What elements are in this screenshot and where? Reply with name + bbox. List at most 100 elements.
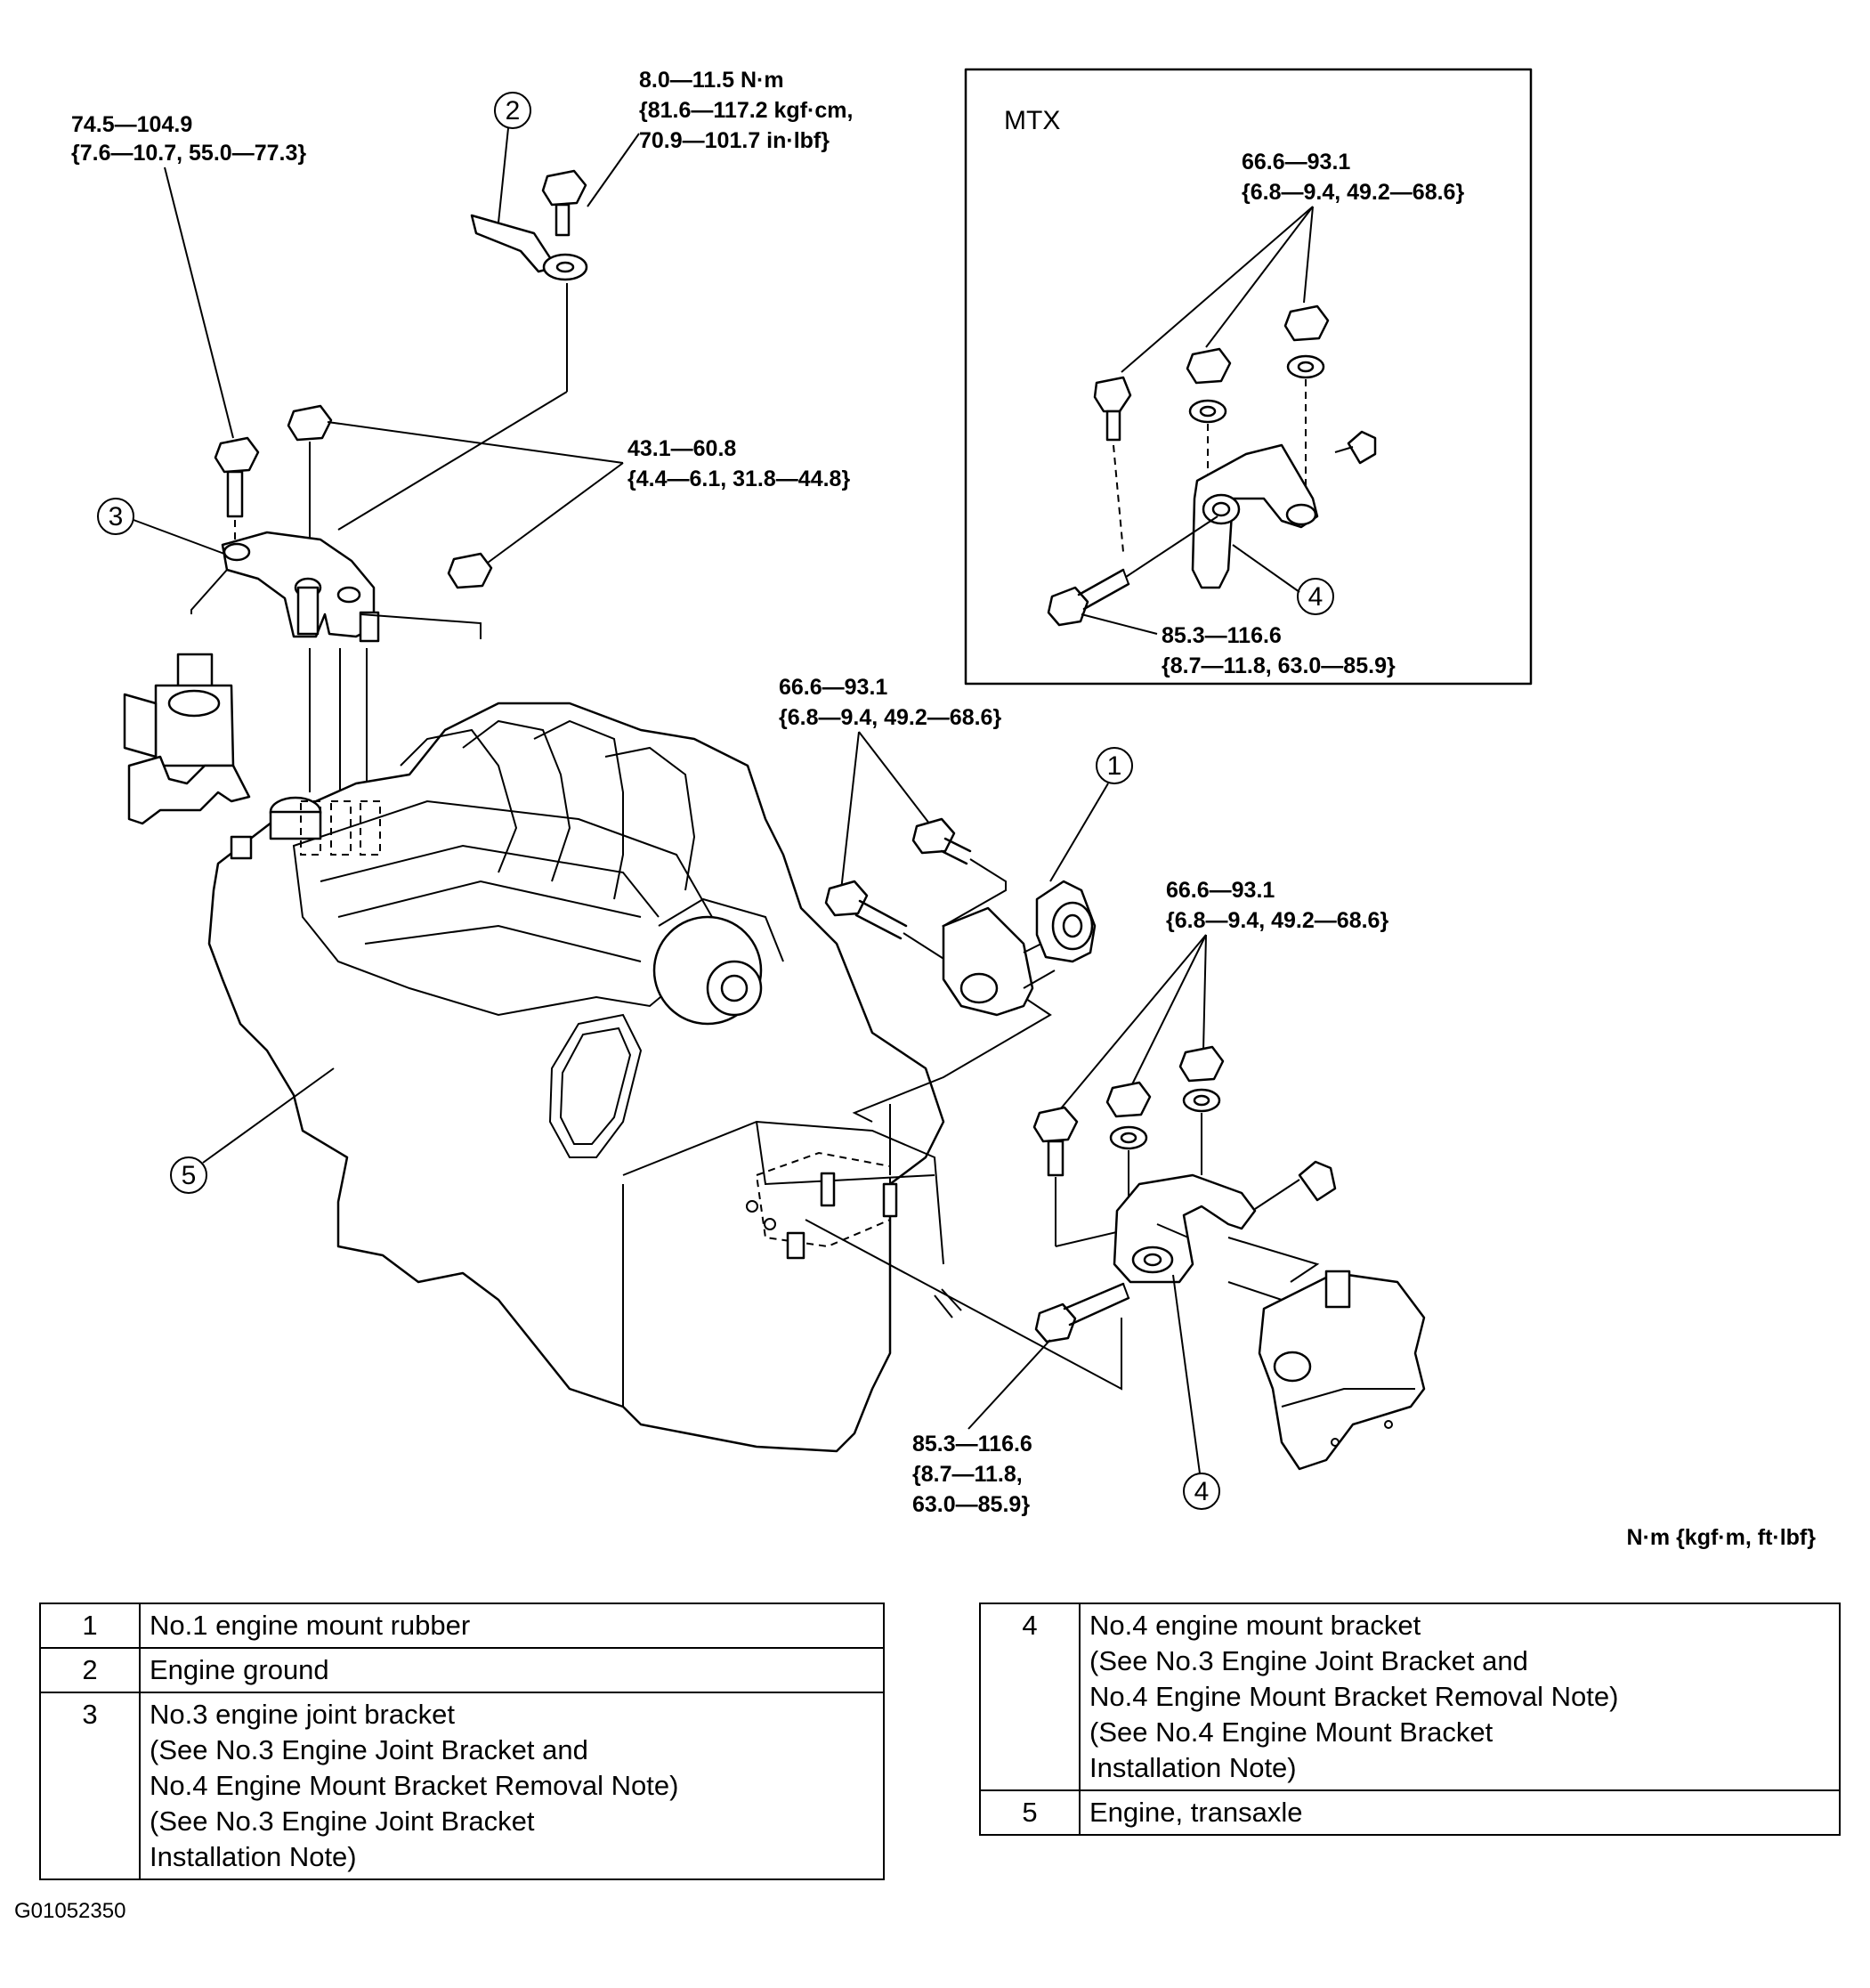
mtx-bolt-icon: [1093, 376, 1132, 553]
no4-through-bolt-torque-line2: {8.7—11.8,: [912, 1462, 1023, 1487]
part-description-line: No.4 engine mount bracket: [1089, 1610, 1421, 1641]
mtx-leader-lines: [1121, 206, 1314, 373]
ground-bolt-torque-line1: 8.0—11.5 N·m: [639, 68, 784, 93]
no3-bolt-leader: [164, 166, 234, 439]
no3-routing-lines: [190, 569, 482, 792]
mtx-through-bolt-icon: [1047, 515, 1218, 627]
no4-engine-mount-bracket-icon: [1113, 1160, 1337, 1284]
no4-through-bolt-leader: [967, 1339, 1051, 1430]
mtx-through-bolt-torque-line2: {8.7—11.8, 63.0—85.9}: [1162, 653, 1396, 678]
part-description-line: No.3 engine joint bracket: [150, 1699, 455, 1730]
part-description-line: (See No.3 Engine Joint Bracket: [150, 1805, 535, 1837]
mtx-through-bolt-leader: [1081, 613, 1158, 635]
no3-nut-icon: [287, 404, 333, 543]
part-description: No.1 engine mount rubber: [139, 1603, 885, 1649]
part-description: No.4 engine mount bracket (See No.3 Engi…: [1079, 1603, 1841, 1791]
no1-bolt-icon: [911, 817, 972, 865]
engine-ground-strap-icon: [470, 214, 588, 281]
ground-bolt-torque-line3: 70.9—101.7 in·lbf}: [639, 128, 830, 153]
callout-1-leader: [1049, 783, 1109, 882]
callout-2-circle: [494, 92, 531, 129]
mtx-nut-icon: [1283, 304, 1330, 499]
upper-engine-mount-icon: [123, 653, 251, 825]
mtx-nut-icon: [1186, 347, 1232, 481]
part-description-line: No.4 Engine Mount Bracket Removal Note): [1089, 1681, 1619, 1712]
part-description-line: Installation Note): [1089, 1752, 1297, 1783]
callout-5: 5: [182, 1161, 197, 1190]
ground-bolt-icon: [541, 169, 587, 237]
no3-nut-icon: [447, 552, 493, 589]
mtx-inset-title: MTX: [1004, 106, 1060, 135]
part-description-line: No.4 Engine Mount Bracket Removal Note): [150, 1770, 679, 1801]
no4-nut-torque-line2: {6.8—9.4, 49.2—68.6}: [1166, 908, 1388, 933]
no1-engine-mount-rubber-icon: [942, 880, 1097, 1017]
no4-through-bolt-torque-line3: 63.0—85.9}: [912, 1492, 1030, 1517]
no3-nut-leader-lines: [327, 421, 624, 564]
no3-nut-torque-line2: {4.4—6.1, 31.8—44.8}: [627, 467, 850, 491]
part-description: Engine ground: [139, 1647, 885, 1693]
part-description-line: (See No.3 Engine Joint Bracket and: [1089, 1645, 1528, 1676]
callout-1-circle: [1096, 747, 1133, 784]
part-description-line: No.1 engine mount rubber: [150, 1610, 471, 1641]
part-description: Engine, transaxle: [1079, 1789, 1841, 1836]
callout-5-leader: [202, 1067, 335, 1164]
no1-bolt-torque-line1: 66.6—93.1: [779, 675, 887, 700]
ground-routing-line: [337, 391, 568, 531]
callout-2-leader: [498, 127, 509, 223]
figure-id: G01052350: [14, 1899, 126, 1923]
part-description: No.3 engine joint bracket (See No.3 Engi…: [139, 1692, 885, 1880]
transaxle-mount-icon: [1258, 1270, 1426, 1471]
no1-bolt-leader-lines: [840, 731, 934, 891]
no1-bolt-icon: [824, 880, 908, 940]
parts-table-right: 4 No.4 engine mount bracket (See No.3 En…: [979, 1603, 1841, 1836]
mtx-callout-leader: [1232, 544, 1300, 593]
no3-engine-joint-bracket-icon: [221, 531, 380, 643]
callout-4: 4: [1194, 1477, 1210, 1506]
ground-bolt-torque-line2: {81.6—117.2 kgf·cm,: [639, 98, 853, 123]
parts-table-left: 1 No.1 engine mount rubber 2 Engine grou…: [39, 1603, 885, 1880]
part-number: 1: [39, 1603, 141, 1649]
no4-nut-icon: [1178, 1045, 1225, 1175]
units-note: N·m {kgf·m, ft·lbf}: [1627, 1525, 1817, 1549]
no4-callout-leader: [1172, 1274, 1201, 1474]
callout-3: 3: [109, 502, 124, 531]
no3-bracket-bolt-icon: [214, 436, 260, 543]
callout-5-circle: [170, 1156, 207, 1194]
part-description-line: Engine ground: [150, 1654, 329, 1685]
part-number: 3: [39, 1692, 141, 1880]
callout-3-leader: [133, 519, 225, 555]
part-description-line: (See No.4 Engine Mount Bracket: [1089, 1716, 1494, 1748]
callout-2: 2: [506, 96, 521, 126]
part-description-line: (See No.3 Engine Joint Bracket and: [150, 1734, 588, 1765]
table-row: 1 No.1 engine mount rubber: [39, 1603, 885, 1649]
callout-4-circle: [1183, 1473, 1220, 1510]
no3-bolt-torque-line1: 74.5—104.9: [71, 112, 192, 137]
no1-bolt-torque-line2: {6.8—9.4, 49.2—68.6}: [779, 705, 1001, 730]
table-row: 2 Engine ground: [39, 1647, 885, 1693]
part-description-line: Installation Note): [150, 1841, 357, 1872]
mtx-through-bolt-torque-line1: 85.3—116.6: [1162, 623, 1282, 648]
mtx-nut-torque-line2: {6.8—9.4, 49.2—68.6}: [1242, 180, 1464, 205]
no4-leader-lines: [1060, 934, 1207, 1109]
no3-nut-torque-line1: 43.1—60.8: [627, 436, 736, 461]
mtx-nut-torque-line1: 66.6—93.1: [1242, 150, 1350, 174]
ground-bolt-leader: [587, 133, 640, 207]
callout-1: 1: [1107, 751, 1122, 781]
mtx-no4-bracket-icon: [1191, 430, 1377, 589]
engine-transaxle-assembly: [207, 702, 962, 1453]
table-row: 5 Engine, transaxle: [979, 1789, 1841, 1836]
no4-through-bolt-icon: [1034, 1282, 1130, 1343]
callout-3-circle: [97, 498, 134, 535]
no4-through-bolt-torque-line1: 85.3—116.6: [912, 1432, 1032, 1457]
mtx-inset-frame: [964, 68, 1533, 686]
mtx-callout-4: 4: [1308, 582, 1324, 612]
part-number: 2: [39, 1647, 141, 1693]
part-number: 4: [979, 1603, 1081, 1791]
table-row: 3 No.3 engine joint bracket (See No.3 En…: [39, 1692, 885, 1880]
table-row: 4 No.4 engine mount bracket (See No.3 En…: [979, 1603, 1841, 1791]
part-description-line: Engine, transaxle: [1089, 1797, 1303, 1828]
no4-nut-torque-line1: 66.6—93.1: [1166, 878, 1275, 903]
part-number: 5: [979, 1789, 1081, 1836]
mtx-callout-4-circle: [1297, 578, 1334, 615]
engine-mount-exploded-diagram: MTX 66.6—93.1 {6.8—9.4, 49.2—68.6}: [71, 68, 1817, 1549]
